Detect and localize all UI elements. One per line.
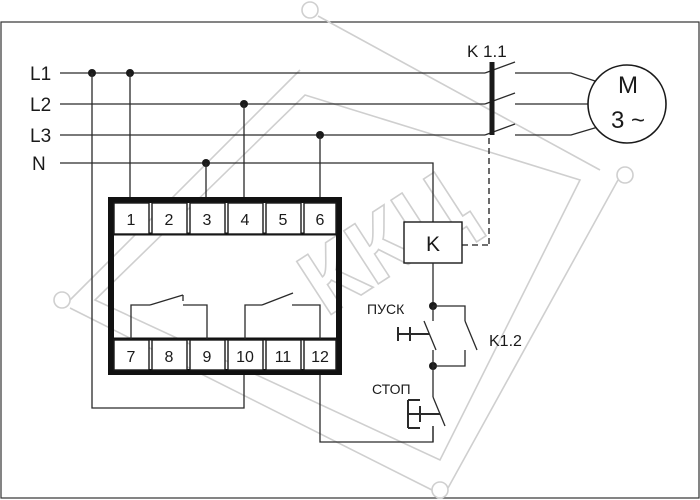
watermark: ККЦ bbox=[53, 1, 634, 499]
label-n: N bbox=[32, 154, 46, 175]
n-wire bbox=[60, 162, 434, 222]
terminal-9: 9 bbox=[203, 349, 212, 366]
terminal-4: 4 bbox=[241, 212, 250, 229]
internal-contacts bbox=[130, 292, 321, 339]
motor-phase: 3 ~ bbox=[611, 107, 645, 134]
top-terminal-row: 1 2 3 4 5 6 bbox=[113, 202, 337, 235]
terminal-1: 1 bbox=[127, 212, 136, 229]
terminal-12: 12 bbox=[311, 349, 329, 366]
terminal-5: 5 bbox=[279, 212, 288, 229]
stop-button-label: СТОП bbox=[372, 381, 411, 397]
main-contacts-k11: K 1.1 bbox=[462, 42, 599, 246]
terminal-7: 7 bbox=[127, 349, 136, 366]
bottom-terminal-row: 7 8 9 10 11 12 bbox=[113, 339, 337, 371]
k11-label: K 1.1 bbox=[467, 42, 507, 61]
terminal-6: 6 bbox=[316, 212, 325, 229]
terminal-10: 10 bbox=[236, 349, 254, 366]
label-l3: L3 bbox=[30, 126, 51, 147]
stop-circuit: СТОП bbox=[372, 381, 446, 442]
coil-box bbox=[403, 221, 463, 264]
label-l1: L1 bbox=[30, 64, 51, 85]
diagram-frame bbox=[0, 21, 700, 499]
motor-circle bbox=[587, 64, 667, 144]
contactor-coil: K bbox=[403, 221, 463, 306]
terminal-3: 3 bbox=[203, 212, 212, 229]
aux-contact-label: K1.2 bbox=[489, 333, 522, 350]
junctions bbox=[88, 69, 434, 443]
motor-letter: M bbox=[618, 72, 638, 99]
label-l2: L2 bbox=[30, 95, 51, 116]
coil-label: K bbox=[426, 233, 440, 256]
relay-module: 1 2 3 4 5 6 7 8 9 10 11 12 bbox=[108, 197, 342, 375]
terminal-11: 11 bbox=[275, 349, 292, 366]
terminal-8: 8 bbox=[165, 349, 174, 366]
motor: M 3 ~ bbox=[587, 64, 667, 144]
terminal-2: 2 bbox=[165, 212, 174, 229]
start-circuit: ПУСК K1.2 bbox=[367, 301, 522, 383]
start-button-label: ПУСК bbox=[367, 301, 405, 317]
